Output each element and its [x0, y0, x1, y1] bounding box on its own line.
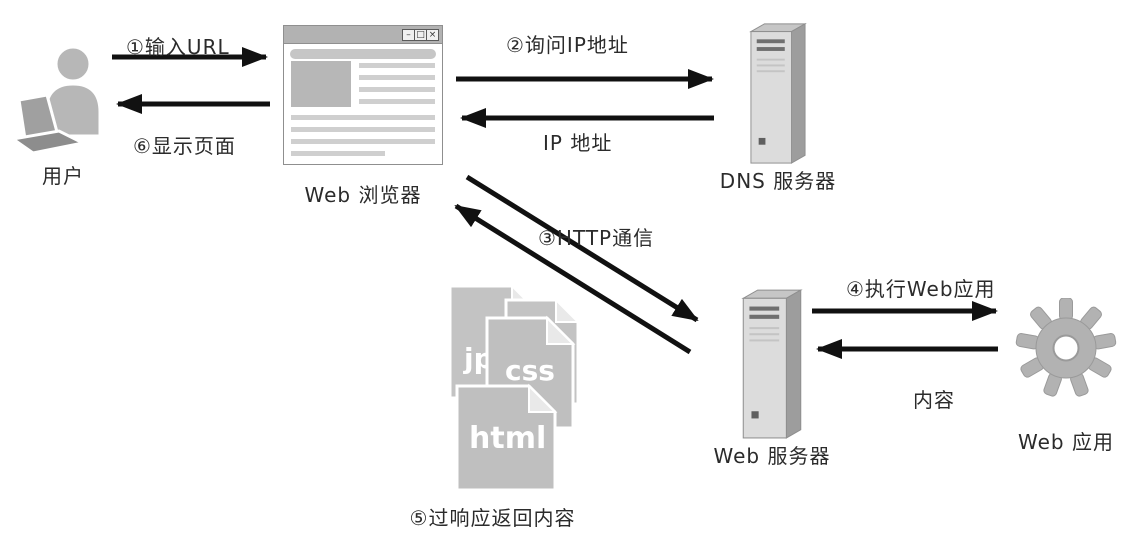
arrow-label-run-web-app: ④执行Web应用 — [846, 277, 996, 301]
browser-window: – □ × — [283, 25, 443, 165]
gear-icon — [1015, 298, 1117, 397]
text-line — [359, 87, 435, 92]
node-user: 用户 — [8, 40, 118, 189]
files-icon: jpg css html — [448, 283, 581, 492]
web-app-label: Web 应用 — [1018, 430, 1114, 454]
text-lines-side — [359, 61, 435, 107]
minimize-icon: – — [402, 28, 415, 41]
text-line — [359, 99, 435, 104]
text-line — [291, 139, 435, 144]
image-placeholder — [291, 61, 351, 107]
browser-titlebar: – □ × — [284, 26, 442, 44]
arrow-label-content: 内容 — [913, 388, 955, 412]
files-caption: ⑤过响应返回内容 — [409, 506, 576, 530]
text-lines-bottom — [291, 115, 435, 156]
text-line — [291, 115, 435, 120]
dns-server-icon — [749, 23, 807, 164]
user-icon — [13, 45, 102, 155]
text-line — [291, 127, 435, 132]
text-line — [359, 75, 435, 80]
address-bar — [290, 49, 436, 59]
node-browser: Web 浏览器 — [283, 179, 443, 208]
arrow-label-input-url: ①输入URL — [126, 35, 230, 59]
dns-server-label: DNS 服务器 — [719, 169, 837, 193]
web-server-icon — [741, 289, 803, 439]
node-dns-server: DNS 服务器 — [719, 20, 837, 194]
user-label: 用户 — [42, 164, 84, 188]
close-icon: × — [426, 28, 439, 41]
web-server-label: Web 服务器 — [713, 444, 831, 468]
browser-content — [284, 61, 442, 156]
node-web-server: Web 服务器 — [714, 286, 830, 469]
arrow-label-query-ip: ②询问IP地址 — [506, 33, 629, 57]
file-label-css: css — [505, 354, 555, 387]
maximize-icon: □ — [414, 28, 427, 41]
file-page-html: html — [455, 383, 558, 492]
laptop-base — [13, 129, 88, 155]
text-line — [291, 151, 385, 156]
browser-label: Web 浏览器 — [304, 183, 422, 207]
arrow-label-ip-address: IP 地址 — [543, 131, 613, 155]
arrow-label-http: ③HTTP通信 — [538, 226, 655, 250]
node-web-app: Web 应用 — [1004, 298, 1128, 455]
text-line — [359, 63, 435, 68]
arrow-label-show-page: ⑥显示页面 — [133, 134, 236, 158]
file-label-html: html — [469, 421, 546, 456]
